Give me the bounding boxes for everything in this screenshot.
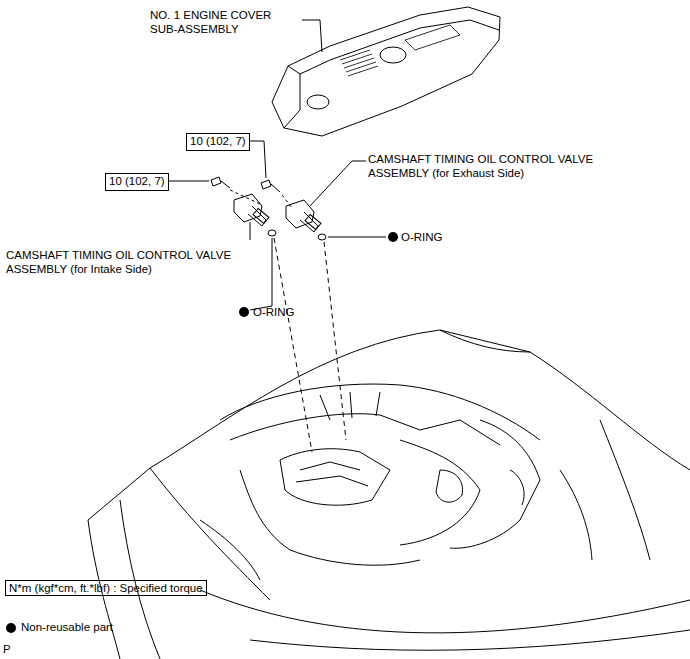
legend-text: Non-reusable part xyxy=(21,621,113,633)
part-name: NO. 1 ENGINE COVER SUB-ASSEMBLY xyxy=(150,8,300,37)
part-name: CAMSHAFT TIMING OIL CONTROL VALVE ASSEMB… xyxy=(368,152,598,181)
part-name: O-RING xyxy=(401,230,481,244)
part-name: O-RING xyxy=(253,305,333,319)
page-code: P xyxy=(3,642,23,656)
torque-box: 10 (102, 7) xyxy=(186,133,250,151)
part-name: CAMSHAFT TIMING OIL CONTROL VALVE ASSEMB… xyxy=(6,248,251,277)
torque-value: 10 (102, 7) xyxy=(190,135,246,147)
torque-box: 10 (102, 7) xyxy=(105,173,169,191)
torque-value: 10 (102, 7) xyxy=(109,175,165,187)
legend-text: N*m (kgf*cm, ft.*lbf) : Specified torque xyxy=(5,580,207,596)
